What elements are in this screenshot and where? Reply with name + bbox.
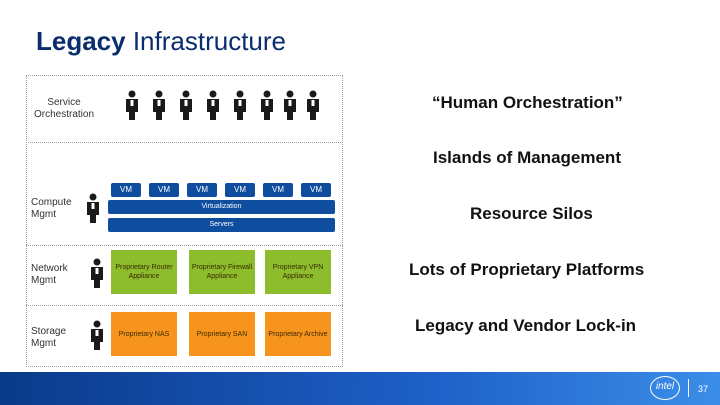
vm-block: VM bbox=[225, 183, 255, 197]
row-divider bbox=[26, 305, 343, 306]
firewall-appliance-label: Proprietary Firewall Appliance bbox=[191, 264, 253, 280]
footer-separator bbox=[688, 379, 689, 397]
vm-block: VM bbox=[263, 183, 293, 197]
router-appliance-box: Proprietary Router Appliance bbox=[111, 250, 177, 294]
network-mgmt-label: Network Mgmt bbox=[31, 263, 68, 286]
islands-of-management-callout: Islands of Management bbox=[433, 148, 621, 167]
san-label: Proprietary SAN bbox=[196, 330, 248, 338]
vm-block: VM bbox=[149, 183, 179, 197]
archive-label: Proprietary Archive bbox=[268, 330, 328, 338]
servers-bar: Servers bbox=[108, 218, 335, 232]
person-icon bbox=[234, 90, 246, 120]
vendor-lock-in-callout: Legacy and Vendor Lock-in bbox=[415, 316, 637, 335]
person-icon bbox=[153, 90, 165, 120]
storage-mgmt-label: Storage Mgmt bbox=[31, 326, 67, 349]
person-icon bbox=[180, 90, 192, 120]
vpn-appliance-label: Proprietary VPN Appliance bbox=[272, 264, 324, 280]
vpn-appliance-box: Proprietary VPN Appliance bbox=[265, 250, 331, 294]
proprietary-platforms-callout: Lots of Proprietary Platforms bbox=[409, 260, 645, 279]
vm-block: VM bbox=[187, 183, 217, 197]
intel-logo: intel bbox=[650, 376, 680, 400]
firewall-appliance-box: Proprietary Firewall Appliance bbox=[189, 250, 255, 294]
vm-block: VM bbox=[301, 183, 331, 197]
row-divider bbox=[26, 142, 343, 143]
nas-box: Proprietary NAS bbox=[111, 312, 177, 356]
human-orchestration-callout: “Human Orchestration” bbox=[432, 93, 623, 112]
slide-title: Legacy Infrastructure bbox=[36, 26, 287, 56]
person-icon bbox=[284, 90, 296, 120]
person-icon bbox=[261, 90, 273, 120]
page-number: 37 bbox=[698, 384, 709, 394]
virtualization-bar: Virtualization bbox=[108, 200, 335, 214]
resource-silos-callout: Resource Silos bbox=[470, 204, 593, 223]
router-appliance-label: Proprietary Router Appliance bbox=[115, 264, 173, 280]
archive-box: Proprietary Archive bbox=[265, 312, 331, 356]
person-icon bbox=[307, 90, 319, 120]
vm-block: VM bbox=[111, 183, 141, 197]
footer-bar bbox=[0, 372, 720, 405]
row-divider bbox=[26, 245, 343, 246]
person-icon bbox=[207, 90, 219, 120]
person-icon bbox=[91, 258, 103, 288]
service-orchestration-label: Service Orchestration bbox=[33, 97, 95, 120]
person-icon bbox=[126, 90, 138, 120]
person-icon bbox=[87, 193, 99, 223]
person-icon bbox=[91, 320, 103, 350]
san-box: Proprietary SAN bbox=[189, 312, 255, 356]
diagram-frame bbox=[26, 75, 343, 367]
compute-mgmt-label: Compute Mgmt bbox=[31, 197, 72, 220]
nas-label: Proprietary NAS bbox=[118, 330, 170, 338]
